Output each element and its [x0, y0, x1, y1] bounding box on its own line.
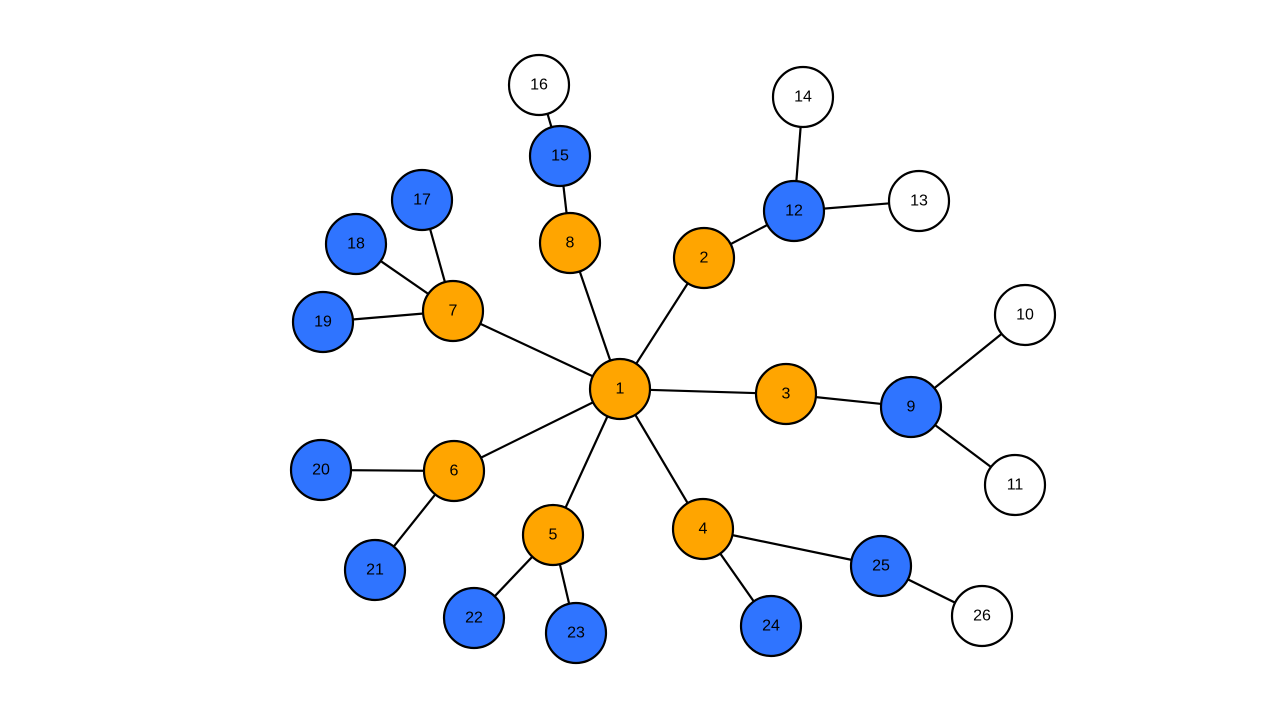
node-2[interactable]: 2 — [672, 226, 736, 290]
node-label: 13 — [910, 193, 928, 210]
node-circle — [538, 211, 602, 275]
node-circle — [528, 124, 592, 188]
node-20[interactable]: 20 — [289, 438, 353, 502]
node-circle — [993, 283, 1057, 347]
node-14[interactable]: 14 — [771, 65, 835, 129]
node-label: 6 — [450, 463, 459, 480]
node-26[interactable]: 26 — [950, 584, 1014, 648]
node-circle — [671, 497, 735, 561]
node-15[interactable]: 15 — [528, 124, 592, 188]
node-label: 19 — [314, 314, 332, 331]
node-circle — [879, 375, 943, 439]
node-label: 10 — [1016, 307, 1034, 324]
node-label: 17 — [413, 192, 431, 209]
node-9[interactable]: 9 — [879, 375, 943, 439]
node-8[interactable]: 8 — [538, 211, 602, 275]
node-19[interactable]: 19 — [291, 290, 355, 354]
node-5[interactable]: 5 — [521, 503, 585, 567]
node-circle — [442, 586, 506, 650]
node-17[interactable]: 17 — [390, 168, 454, 232]
node-label: 12 — [785, 203, 803, 220]
node-circle — [289, 438, 353, 502]
node-24[interactable]: 24 — [739, 594, 803, 658]
node-circle — [887, 169, 951, 233]
node-25[interactable]: 25 — [849, 534, 913, 598]
node-1[interactable]: 1 — [588, 357, 652, 421]
node-label: 21 — [366, 562, 384, 579]
node-18[interactable]: 18 — [324, 212, 388, 276]
node-12[interactable]: 12 — [762, 179, 826, 243]
node-16[interactable]: 16 — [507, 53, 571, 117]
node-label: 16 — [530, 77, 548, 94]
node-circle — [421, 279, 485, 343]
node-11[interactable]: 11 — [983, 453, 1047, 517]
node-circle — [507, 53, 571, 117]
node-circle — [672, 226, 736, 290]
node-4[interactable]: 4 — [671, 497, 735, 561]
node-label: 2 — [700, 250, 709, 267]
node-label: 4 — [699, 521, 708, 538]
node-22[interactable]: 22 — [442, 586, 506, 650]
node-circle — [771, 65, 835, 129]
node-label: 26 — [973, 608, 991, 625]
node-label: 5 — [549, 527, 558, 544]
node-label: 1 — [616, 381, 625, 398]
node-circle — [521, 503, 585, 567]
node-13[interactable]: 13 — [887, 169, 951, 233]
node-label: 25 — [872, 558, 890, 575]
node-label: 11 — [1007, 477, 1024, 494]
node-10[interactable]: 10 — [993, 283, 1057, 347]
node-label: 22 — [465, 610, 483, 627]
node-label: 7 — [449, 303, 458, 320]
node-label: 3 — [782, 386, 791, 403]
node-circle — [849, 534, 913, 598]
node-21[interactable]: 21 — [343, 538, 407, 602]
node-circle — [343, 538, 407, 602]
node-circle — [422, 439, 486, 503]
node-circle — [739, 594, 803, 658]
node-7[interactable]: 7 — [421, 279, 485, 343]
node-3[interactable]: 3 — [754, 362, 818, 426]
edges-layer — [320, 84, 1026, 634]
node-circle — [762, 179, 826, 243]
node-label: 18 — [347, 236, 365, 253]
node-label: 8 — [566, 235, 575, 252]
node-circle — [950, 584, 1014, 648]
node-circle — [291, 290, 355, 354]
node-circle — [544, 601, 608, 665]
node-label: 20 — [312, 462, 330, 479]
node-label: 24 — [762, 618, 780, 635]
node-circle — [588, 357, 652, 421]
node-23[interactable]: 23 — [544, 601, 608, 665]
node-circle — [983, 453, 1047, 517]
node-label: 23 — [567, 625, 585, 642]
node-label: 9 — [907, 399, 916, 416]
node-6[interactable]: 6 — [422, 439, 486, 503]
node-label: 14 — [794, 89, 812, 106]
node-circle — [754, 362, 818, 426]
node-circle — [324, 212, 388, 276]
node-label: 15 — [551, 148, 569, 165]
node-circle — [390, 168, 454, 232]
